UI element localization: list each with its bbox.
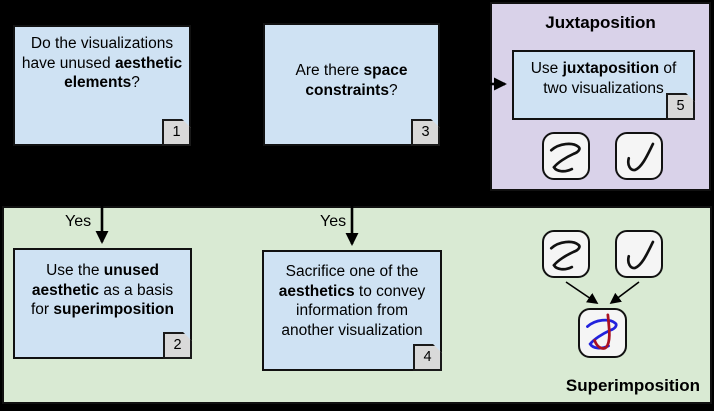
action-text: Use the unused aesthetic as a basis for … bbox=[31, 262, 174, 319]
yes-edge-label: Yes bbox=[320, 213, 347, 230]
yes-edge-label: Yes bbox=[65, 213, 92, 230]
rising-curve-icon bbox=[615, 230, 663, 278]
action-box-use-unused-aesthetic: Use the unused aesthetic as a basis for … bbox=[13, 248, 192, 359]
question-box-space-constraints: Are there space constraints? 3 bbox=[263, 23, 440, 146]
action-text: Sacrifice one of the aesthetics to conve… bbox=[278, 263, 426, 339]
juxtaposition-panel-title: Juxtaposition bbox=[545, 13, 656, 32]
step-number-badge: 5 bbox=[666, 93, 695, 120]
step-number-badge: 2 bbox=[163, 332, 192, 359]
superimposition-panel-title: Superimposition bbox=[565, 376, 700, 395]
zigzag-curve-icon bbox=[542, 132, 590, 180]
question-box-unused-aesthetics: Do the visualizations have unused aesthe… bbox=[13, 25, 191, 146]
action-box-use-juxtaposition: Use juxtaposition of two visualizations … bbox=[512, 50, 695, 120]
action-box-sacrifice-aesthetic: Sacrifice one of the aesthetics to conve… bbox=[262, 250, 442, 371]
superimposed-curves-icon bbox=[578, 308, 627, 358]
zigzag-curve-icon bbox=[542, 230, 590, 278]
action-text: Use juxtaposition of two visualizations bbox=[530, 60, 677, 97]
question-text: Are there space constraints? bbox=[295, 62, 408, 99]
rising-curve-icon bbox=[615, 132, 663, 180]
step-number-badge: 1 bbox=[162, 119, 191, 146]
question-text: Do the visualizations have unused aesthe… bbox=[21, 35, 183, 92]
step-number-badge: 4 bbox=[413, 344, 442, 371]
step-number-badge: 3 bbox=[411, 119, 440, 146]
